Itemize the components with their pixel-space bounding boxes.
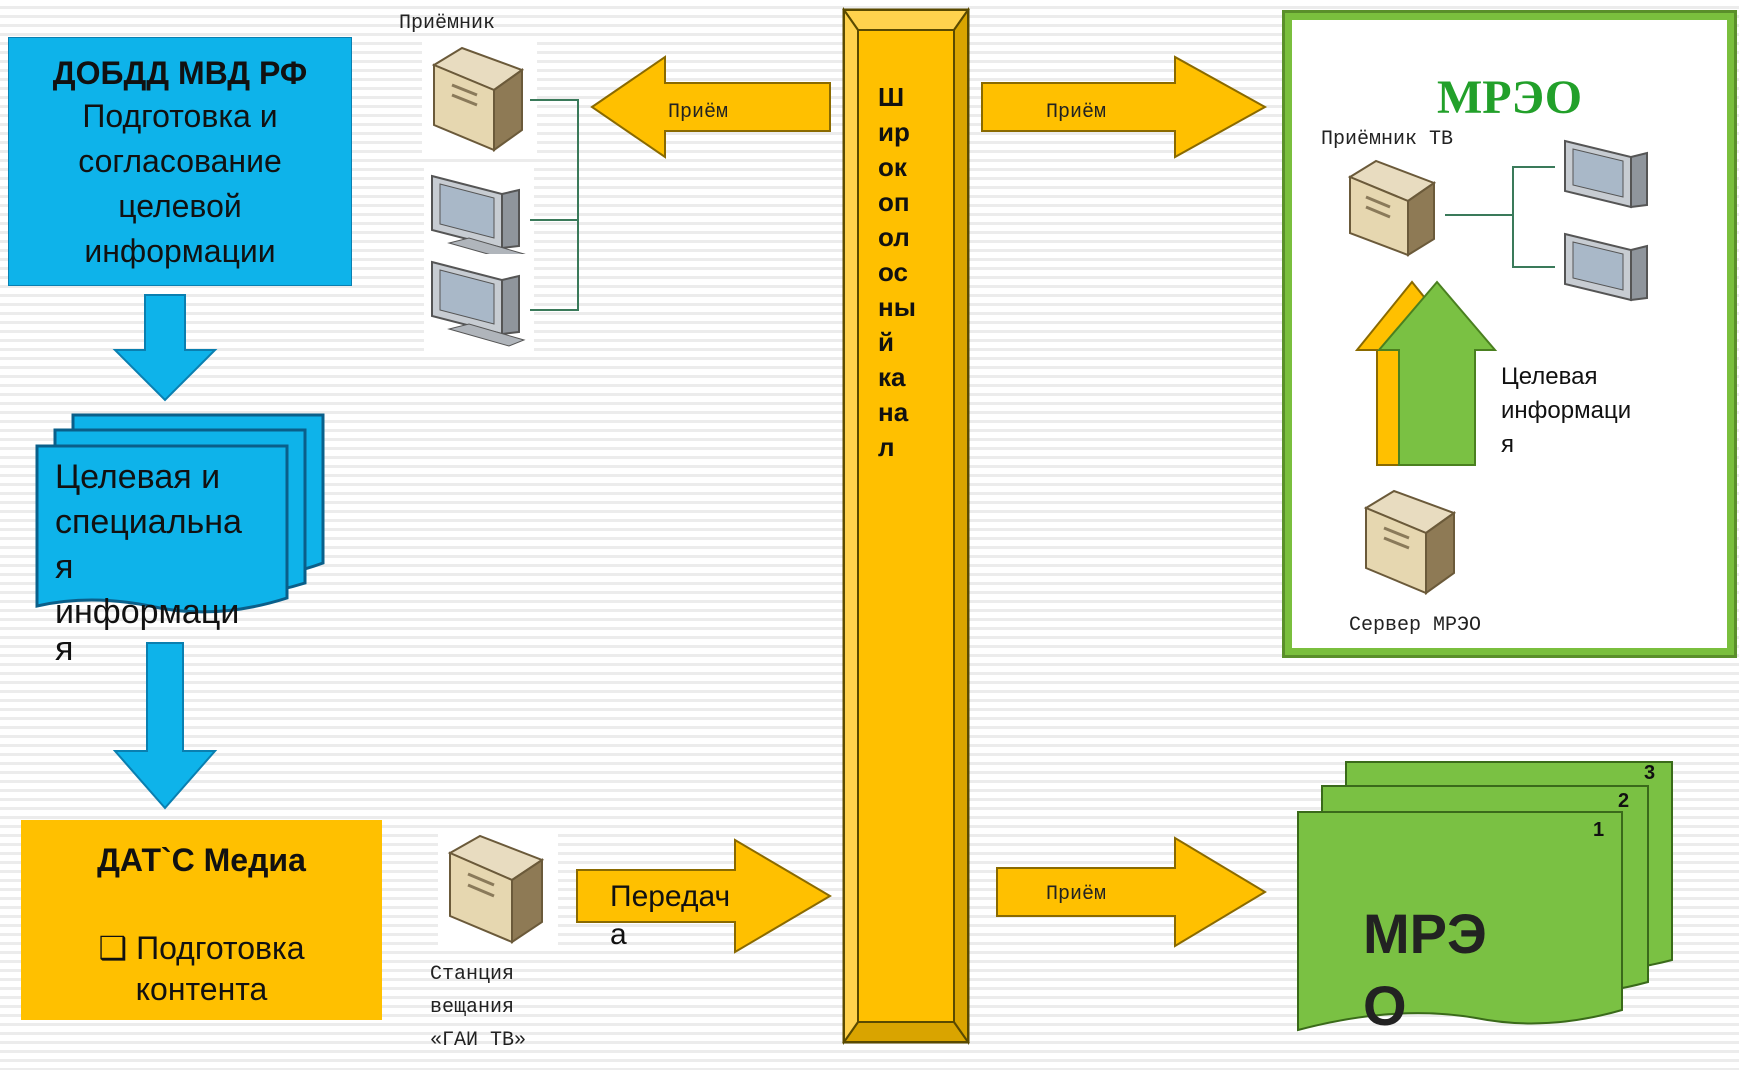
dobdd-subtitle-line: информации — [84, 233, 276, 269]
dats-line-1: ❑ Подготовка — [98, 930, 305, 966]
dobdd-subtitle-line: согласование — [78, 143, 282, 179]
doc-line: Целевая и — [55, 458, 221, 496]
document-stack-icon — [35, 413, 325, 614]
transfer-line: Передач — [610, 880, 731, 913]
channel-letter: ок — [878, 152, 907, 182]
arrow-top-left-label: Приём — [668, 101, 729, 124]
mreo-doc-title-line: МРЭ — [1363, 902, 1487, 965]
arrow-bottom-right-label: Приём — [1046, 883, 1107, 906]
server-icon — [438, 828, 558, 948]
channel-label: Ш ир ок оп ол ос ны й ка на л — [878, 80, 938, 465]
network-connector — [1445, 166, 1555, 268]
doc-line: я — [55, 630, 74, 668]
target-info-line: я — [1501, 431, 1514, 458]
mreo-document-stack-icon — [1297, 761, 1673, 1032]
channel-letter: на — [878, 397, 909, 427]
broadcast-line: Станция — [430, 963, 515, 986]
dats-media-box: ДАТ`С Медиа ❑ Подготовка контента — [21, 820, 382, 1020]
broadcast-line: вещания — [430, 996, 515, 1019]
dobdd-subtitle: Подготовка и согласование целевой информ… — [9, 94, 351, 274]
dobdd-subtitle-line: Подготовка и — [82, 98, 278, 134]
dobdd-box: ДОБДД МВД РФ Подготовка и согласование ц… — [8, 37, 352, 286]
channel-letter: ка — [878, 362, 906, 392]
mreo-box: МРЭО Приёмник ТВ — [1282, 10, 1737, 658]
doc-line: специальна — [55, 503, 242, 541]
channel-letter: Ш — [878, 82, 905, 112]
server-icon — [422, 40, 537, 155]
down-arrow-icon — [112, 642, 218, 810]
right-arrow-icon — [576, 838, 832, 954]
broadcast-line: «ГАИ ТВ» — [430, 1029, 527, 1052]
mreo-doc-title: МРЭ О — [1363, 898, 1487, 1042]
dats-title: ДАТ`С Медиа — [97, 842, 306, 878]
channel-letter: ны — [878, 292, 916, 322]
target-info-line: информаци — [1501, 397, 1632, 424]
doc-line: информаци — [55, 593, 240, 631]
broadcast-station-label: Станция вещания «ГАИ ТВ» — [430, 958, 526, 1057]
doc-line: я — [55, 548, 74, 586]
channel-letter: л — [878, 432, 895, 462]
channel-letter: ос — [878, 257, 908, 287]
channel-letter: ол — [878, 222, 910, 252]
document-stack-text: Целевая и специальна я информаци я — [55, 455, 242, 672]
dobdd-subtitle-line: целевой — [118, 188, 242, 224]
mreo-page-number: 3 — [1644, 762, 1656, 784]
monitor-icon — [1557, 133, 1662, 223]
server-icon — [1354, 483, 1469, 598]
right-arrow-icon — [981, 55, 1268, 159]
monitor-icon — [424, 254, 534, 354]
monitor-icon — [1557, 226, 1662, 316]
mreo-box-inner: МРЭО Приёмник ТВ — [1292, 20, 1727, 648]
target-info-line: Целевая — [1501, 363, 1598, 390]
arrow-top-right-label: Приём — [1046, 101, 1107, 124]
network-connector — [530, 99, 579, 311]
monitor-icon — [424, 168, 534, 268]
server-icon — [1340, 155, 1445, 260]
down-arrow-icon — [112, 294, 218, 402]
channel-letter: оп — [878, 187, 910, 217]
right-arrow-icon — [996, 836, 1267, 948]
mreo-doc-title-line: О — [1363, 974, 1407, 1037]
mreo-receiver-label: Приёмник ТВ — [1321, 128, 1454, 151]
mreo-page-number: 2 — [1618, 790, 1630, 812]
left-arrow-icon — [590, 55, 831, 159]
receiver-label: Приёмник — [399, 12, 496, 35]
dats-line-2: контента — [135, 971, 268, 1007]
channel-letter: й — [878, 327, 894, 357]
mreo-target-info-label: Целевая информаци я — [1501, 360, 1631, 462]
arrow-bottom-left-label: Передач а — [610, 878, 730, 954]
mreo-title: МРЭО — [1436, 71, 1583, 124]
dobdd-title: ДОБДД МВД РФ — [52, 55, 308, 91]
mreo-server-label: Сервер МРЭО — [1349, 614, 1482, 637]
mreo-page-number: 1 — [1593, 819, 1605, 841]
channel-letter: ир — [878, 117, 910, 147]
up-arrow-icon — [1354, 280, 1498, 466]
transfer-line: а — [610, 918, 627, 951]
broadband-channel-bar — [842, 6, 970, 1046]
